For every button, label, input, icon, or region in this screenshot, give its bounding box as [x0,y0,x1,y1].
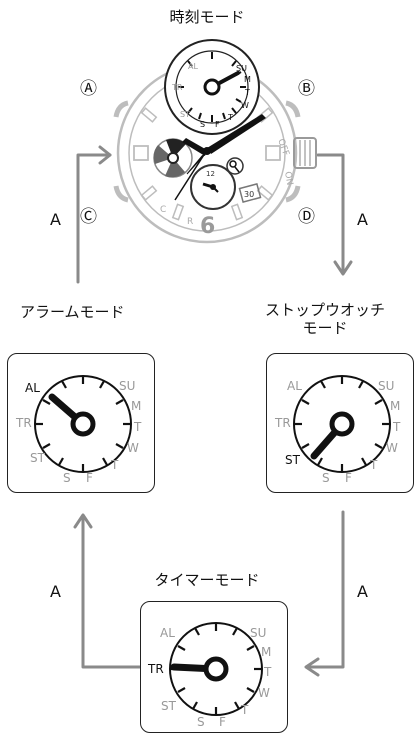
stopwatch-title-line2: モード [302,319,348,337]
svg-text:TR: TR [274,416,291,430]
timer-mode-title: タイマーモード [154,571,260,589]
svg-text:M: M [131,399,141,413]
stopwatch-dial-st: ST [285,453,301,467]
svg-text:W: W [258,686,270,700]
arrow-label-a-left-top: A [50,210,61,229]
svg-text:SU: SU [236,64,247,73]
watch-date-value: 30 [244,190,254,199]
svg-text:S: S [200,120,205,129]
svg-text:AL: AL [188,62,198,71]
arrow-time-to-stopwatch [316,153,345,274]
svg-text:ST: ST [161,699,177,713]
svg-text:12: 12 [206,170,215,178]
svg-text:T: T [133,420,142,434]
timekeeping-mode-title: 時刻モード [169,8,245,26]
stopwatch-title-line1: ストップウオッチ [264,301,385,319]
svg-text:W: W [386,441,398,455]
alarm-mode-title: アラームモード [20,303,125,321]
svg-text:T: T [244,88,250,97]
arrow-label-a-right-top: A [357,210,368,229]
arrow-timer-to-alarm [81,515,142,669]
alarm-dial-al: AL [25,381,40,395]
svg-text:T: T [392,420,401,434]
watch-six-numeral: 6 [200,214,215,239]
svg-text:S: S [322,471,330,485]
svg-text:M: M [390,399,400,413]
button-d-marker: Ⓓ [298,207,315,227]
timer-dial: AL SU M T W T F S ST TR [147,622,272,729]
bottom-subdial: 12 [190,164,236,210]
svg-text:TR: TR [15,416,32,430]
timer-mode-dial-panel: AL SU M T W T F S ST TR [140,601,288,733]
stopwatch-mode-dial-panel: AL SU M T W T F S ST TR [266,353,414,493]
watch-on-label: ON [282,171,294,186]
svg-text:W: W [241,101,249,110]
svg-text:TR: TR [171,83,183,92]
svg-text:T: T [240,703,249,717]
alarm-dial: AL SU M T W T F S ST TR [15,375,142,485]
button-c-marker: Ⓒ [80,207,97,227]
button-b-marker: Ⓑ [298,79,315,99]
stopwatch-dial: AL SU M T W T F S ST TR [274,375,401,485]
svg-text:M: M [261,645,271,659]
svg-text:S: S [197,715,205,729]
alarm-mode-dial-panel: AL SU M T W T F S ST TR [7,353,155,493]
svg-text:T: T [263,665,272,679]
watch-main-hands [174,114,266,201]
svg-text:T: T [227,113,233,122]
watch-c-label: C [160,205,166,215]
svg-text:ST: ST [180,110,190,119]
timer-dial-tr: TR [147,662,164,676]
svg-text:F: F [219,715,226,729]
svg-text:S: S [63,471,71,485]
button-a-marker: Ⓐ [80,79,97,99]
arrow-label-a-right-bottom: A [357,582,368,601]
svg-text:SU: SU [250,626,266,640]
svg-text:M: M [244,75,251,84]
arrow-alarm-to-time [76,153,112,284]
arrow-stopwatch-to-timer [306,510,345,669]
watch-off-label: OFF [275,138,290,158]
arrow-label-a-left-bottom: A [50,582,61,601]
svg-text:F: F [345,471,352,485]
svg-text:T: T [110,458,119,472]
svg-text:AL: AL [160,626,175,640]
watch-mode-subdial: AL SU M T W T F S ST TR [164,39,260,135]
svg-text:W: W [127,441,139,455]
svg-text:ST: ST [30,451,46,465]
svg-text:F: F [215,120,220,129]
svg-text:AL: AL [287,379,302,393]
svg-text:SU: SU [119,379,135,393]
svg-text:F: F [86,471,93,485]
svg-text:SU: SU [378,379,394,393]
watch-r-label: R [187,217,193,227]
left-subdial [153,138,193,178]
stopwatch-mode-title: ストップウオッチ モード [250,301,400,337]
small-indicator-dial [226,157,244,175]
svg-text:T: T [369,458,378,472]
